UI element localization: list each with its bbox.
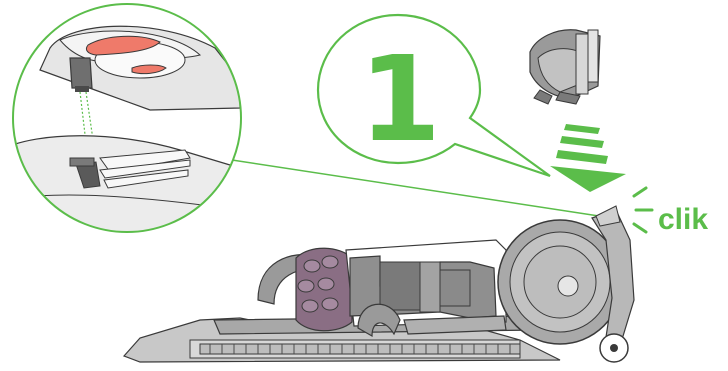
detail-leader-line xyxy=(231,159,613,219)
release-catch-highlight xyxy=(85,35,161,56)
detached-head-part xyxy=(529,29,601,105)
clik-label: clik xyxy=(658,203,708,236)
click-lines-icon xyxy=(632,186,654,234)
down-arrow-icon xyxy=(550,124,626,192)
vacuum-body xyxy=(122,205,635,363)
step-number: 1 xyxy=(359,30,441,168)
step-number-bubble: 1 xyxy=(316,13,551,178)
detail-magnifier-circle xyxy=(12,3,242,233)
